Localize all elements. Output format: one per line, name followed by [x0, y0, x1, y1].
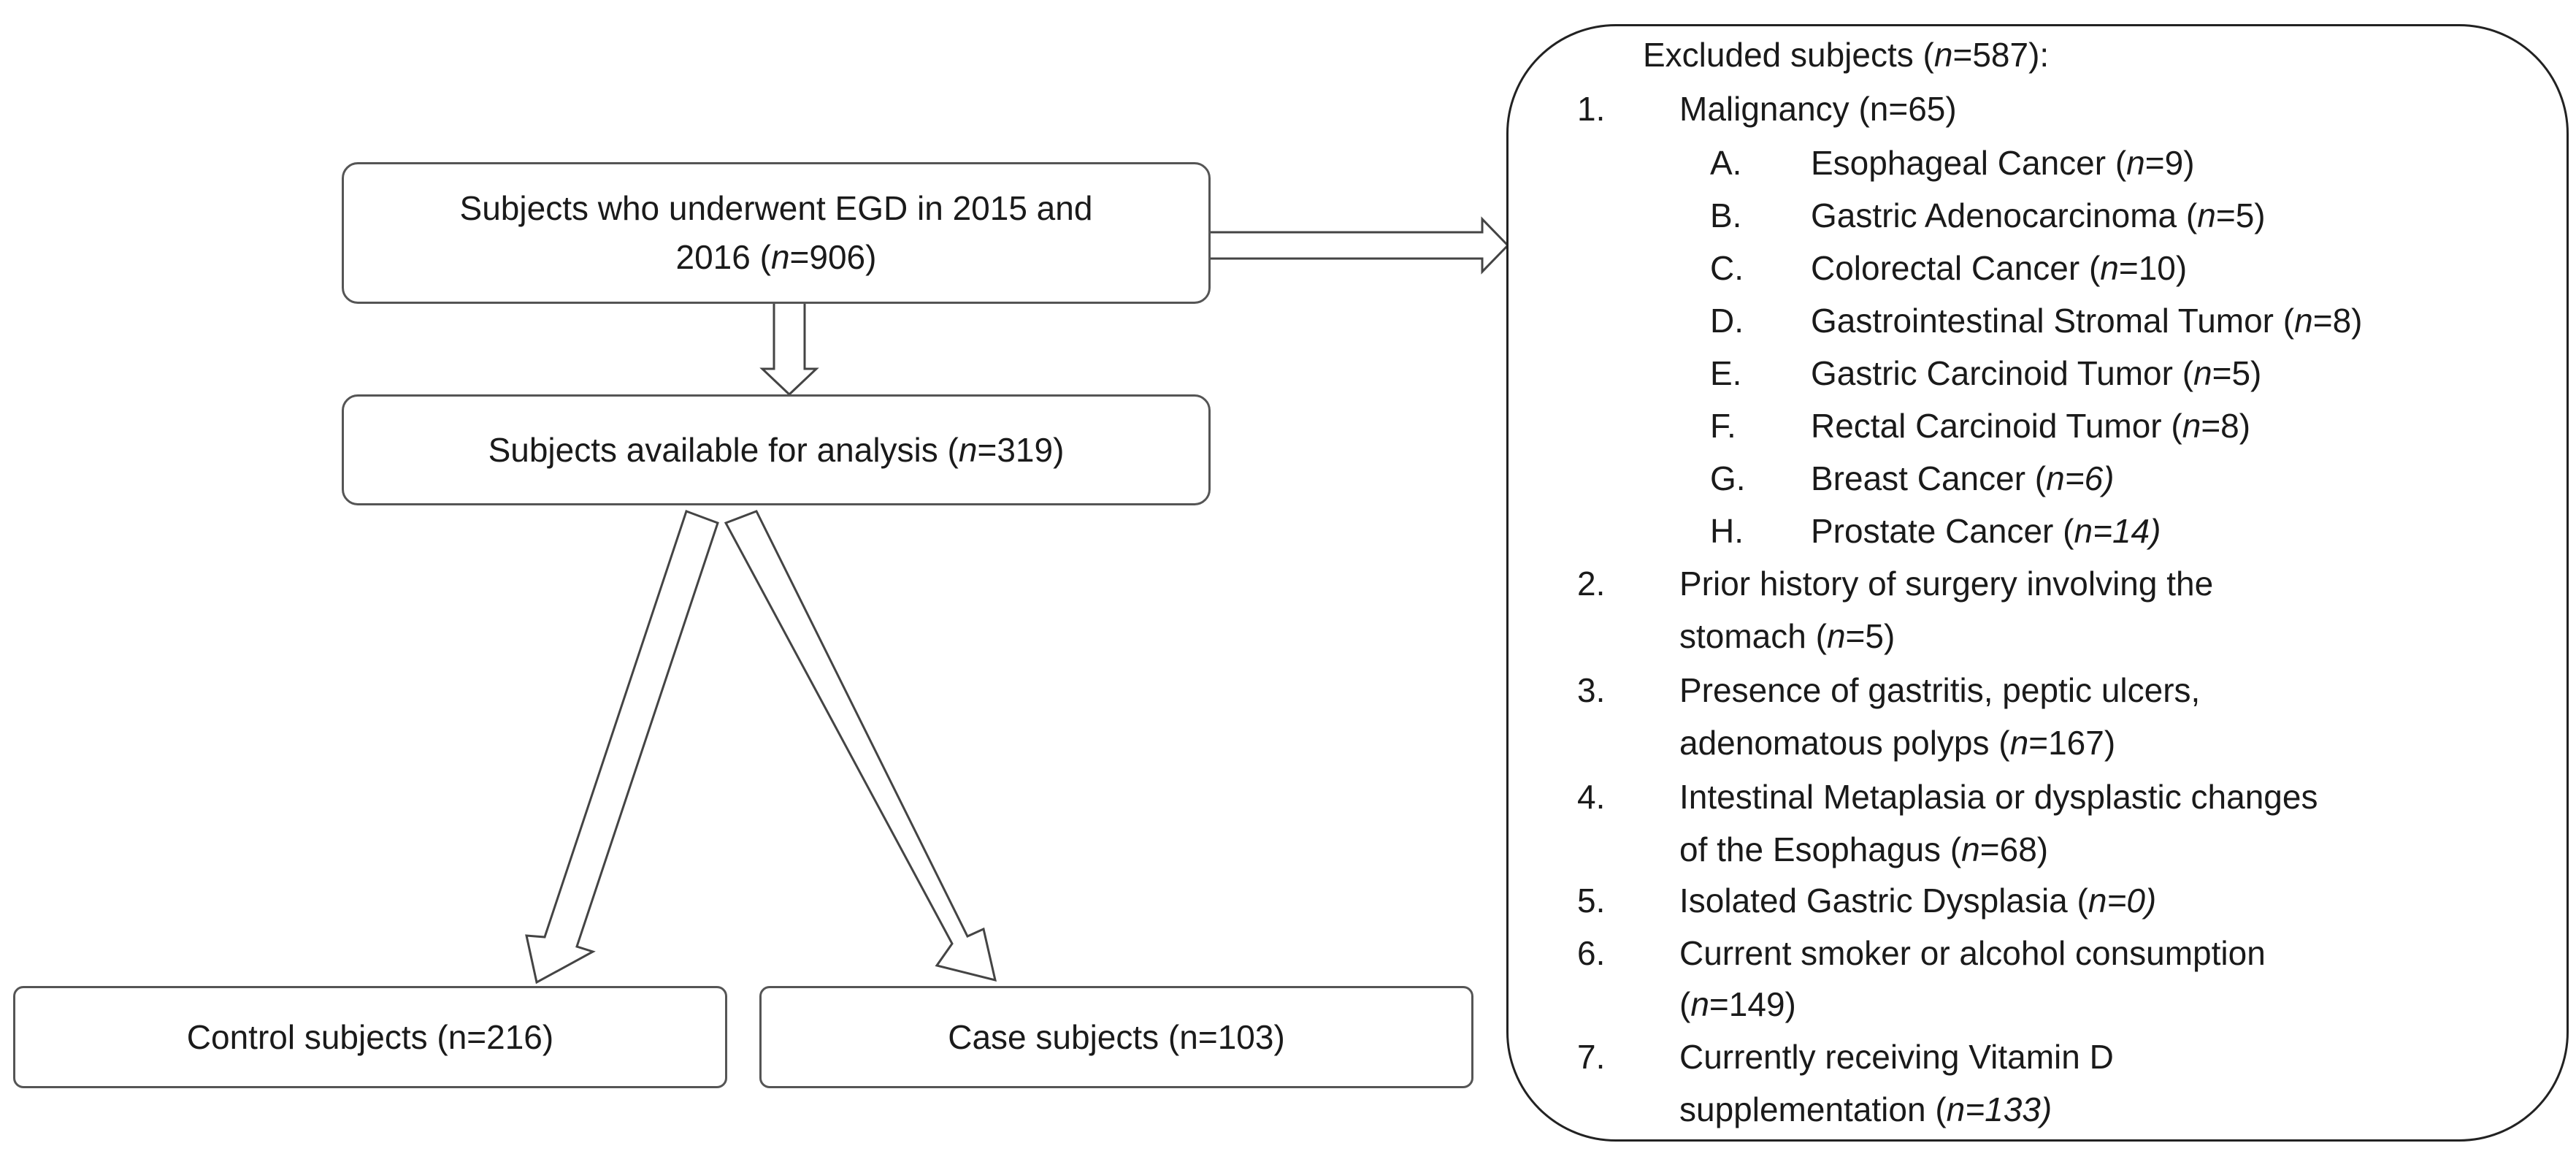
- arrow-to-excluded: [1207, 216, 1510, 275]
- box-available-for-analysis: Subjects available for analysis (n=319): [342, 394, 1211, 505]
- box-case-subjects: Case subjects (n=103): [759, 986, 1473, 1088]
- arrow-to-analysis: [759, 299, 819, 397]
- box-underwent-egd: Subjects who underwent EGD in 2015 and 2…: [342, 162, 1211, 304]
- box-control-subjects: Control subjects (n=216): [13, 986, 727, 1088]
- arrow-to-control: [525, 510, 719, 985]
- arrow-to-case: [724, 510, 997, 982]
- case-subjects-label: Case subjects (n=103): [948, 1017, 1285, 1056]
- box-underwent-egd-line2: 2016 (n=906): [675, 238, 877, 276]
- box-underwent-egd-line1: Subjects who underwent EGD in 2015 and: [459, 189, 1093, 228]
- excluded-title: Excluded subjects (n=587):: [1643, 36, 2050, 74]
- excluded-subjects-panel: [1506, 24, 2569, 1142]
- control-subjects-label: Control subjects (n=216): [186, 1017, 554, 1056]
